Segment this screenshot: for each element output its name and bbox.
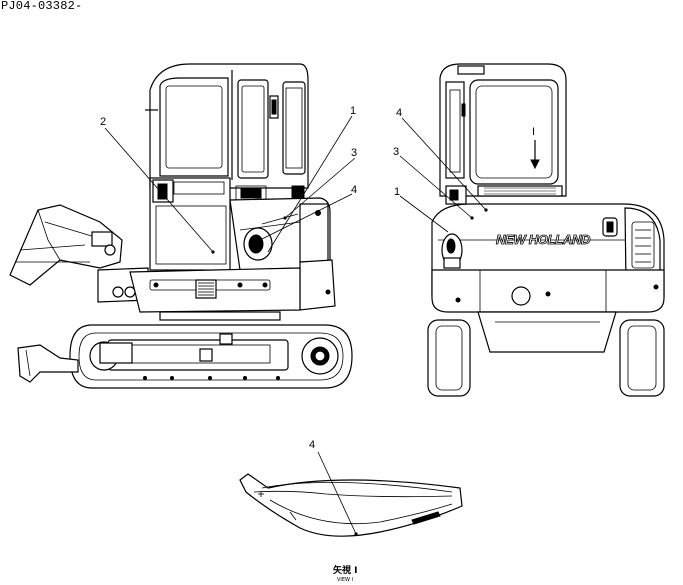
side-cab: [145, 63, 309, 271]
detail-caption-en: VIEW I: [337, 577, 353, 583]
side-track: [17, 324, 353, 389]
rear-brand-text: NEW HOLLAND: [496, 232, 591, 247]
rear-view-excavator: I NEW HOLLAND: [393, 63, 665, 397]
side-view-excavator: 2 1 3 4: [9, 63, 357, 389]
side-leader-lines: [104, 115, 356, 253]
side-engine-housing: [229, 197, 336, 311]
detail-callout-4: 4: [309, 439, 315, 451]
rear-arrow-label: I: [532, 126, 535, 138]
rear-callout-1: 1: [394, 186, 400, 198]
detail-view-i: 4 矢視 I VIEW I: [239, 439, 463, 583]
side-callout-3: 3: [351, 147, 357, 159]
side-callout-4: 4: [351, 184, 357, 196]
rear-callout-4: 4: [396, 107, 402, 119]
side-callout-1: 1: [350, 105, 356, 117]
side-upper-base: [129, 267, 301, 321]
side-callout-2: 2: [100, 116, 106, 128]
boom-arm: [9, 204, 149, 303]
detail-caption-jp: 矢視 I: [333, 564, 357, 576]
rear-callout-3: 3: [393, 146, 399, 158]
document-code: PJ04-03382-: [1, 0, 83, 13]
